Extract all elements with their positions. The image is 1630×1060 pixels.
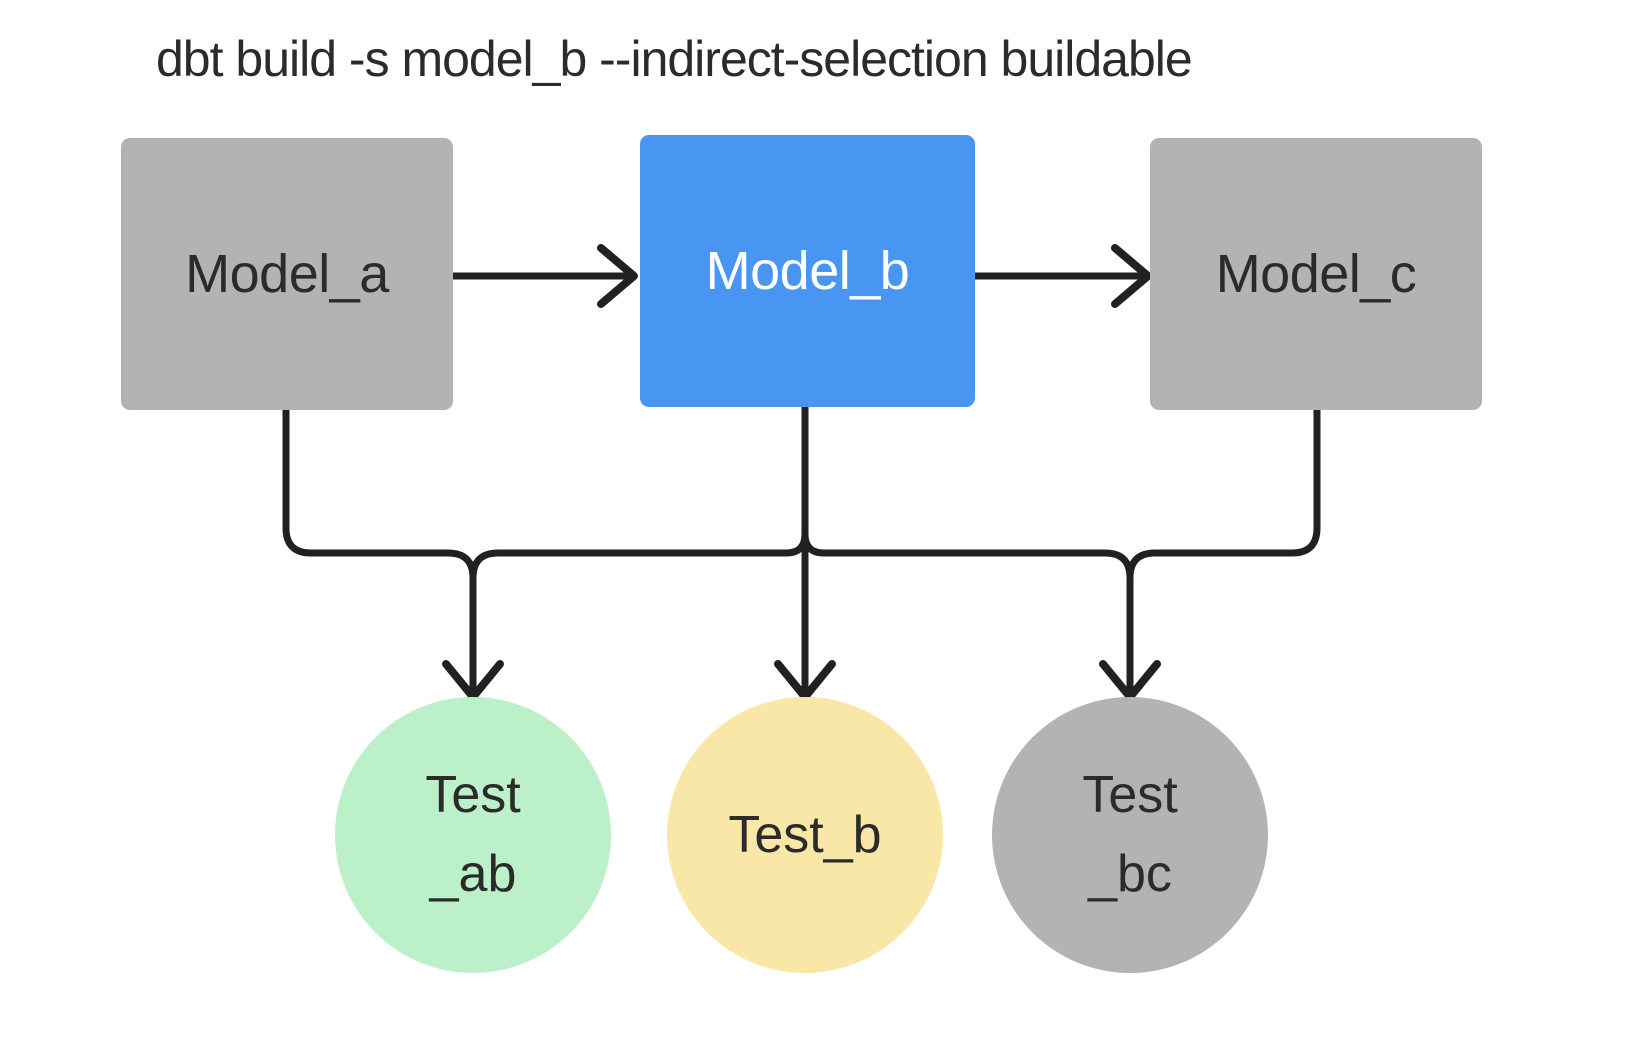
edge-model-c-to-rail-and-test-bc (1126, 405, 1321, 695)
arrowhead-into-model-b (597, 244, 638, 308)
edge-model-a-to-rail-and-test-ab (282, 405, 477, 695)
node-model-c: Model_c (1150, 138, 1482, 410)
node-model-a: Model_a (121, 138, 453, 410)
node-test-bc-label-line2: _bc (1088, 845, 1172, 903)
arrowhead-into-model-c (1111, 244, 1152, 308)
node-test-ab-label-line1: Test (425, 766, 521, 824)
node-model-b: Model_b (640, 135, 975, 407)
node-model-b-label: Model_b (705, 241, 910, 301)
node-test-bc: Test _bc (992, 697, 1268, 973)
node-model-c-label: Model_c (1215, 244, 1417, 304)
node-test-b-label-line1: Test_b (728, 805, 882, 864)
rail-segment-right (801, 530, 1134, 582)
diagram-title: dbt build -s model_b --indirect-selectio… (156, 31, 1193, 87)
node-test-ab-label-line2: _ab (429, 845, 517, 903)
node-model-a-label: Model_a (185, 244, 389, 304)
node-test-ab: Test _ab (335, 697, 611, 973)
node-test-b: Test_b (667, 697, 943, 973)
node-test-bc-label-line1: Test (1082, 766, 1178, 824)
rail-segment-left (469, 530, 809, 582)
